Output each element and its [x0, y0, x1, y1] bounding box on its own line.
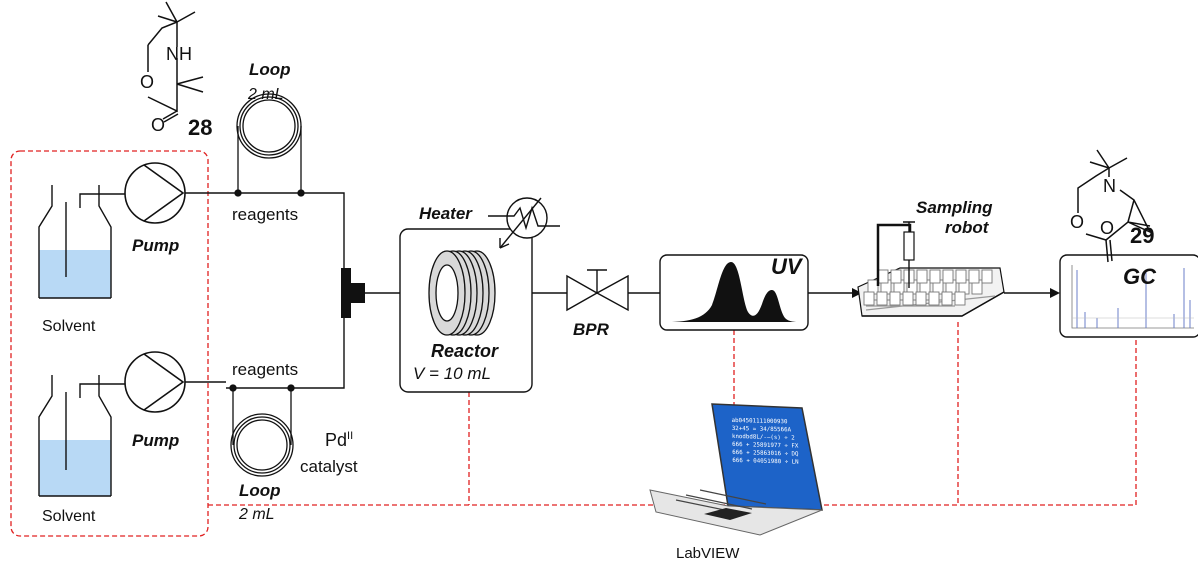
pump-bottom-label: Pump	[132, 431, 180, 450]
loop-top-coil	[234, 93, 305, 197]
catalyst-oxidation-state: II	[347, 430, 354, 442]
reactor-volume-label: V = 10 mL	[413, 364, 491, 383]
molecule-29	[1077, 149, 1152, 263]
loop-bottom-coil	[229, 384, 295, 477]
reactor-label: Reactor	[431, 341, 499, 361]
pump-bottom-symbol	[124, 351, 186, 413]
labview-label: LabVIEW	[676, 545, 740, 562]
loop-top-title: Loop	[249, 60, 291, 79]
mol28-o-carbonyl-atom: O	[151, 115, 166, 135]
mol29-n-atom: N	[1103, 176, 1116, 196]
catalyst-word-label: catalyst	[300, 457, 358, 476]
sampling-robot	[857, 221, 1005, 317]
bottom-line	[185, 316, 345, 389]
pump-group-boundary	[10, 150, 209, 537]
pump-top-symbol	[124, 162, 186, 224]
heater-label: Heater	[419, 204, 472, 223]
solvent-top-label: Solvent	[42, 318, 96, 335]
mol29-o-carbonyl-atom: O	[1100, 218, 1115, 238]
solvent-bottle-bottom	[38, 375, 128, 497]
uv-label: UV	[771, 254, 802, 279]
reagents-top-label: reagents	[232, 205, 299, 224]
gc-instrument	[1059, 254, 1198, 338]
loop-bottom-title: Loop	[239, 481, 281, 500]
molecule-28	[147, 1, 204, 123]
sampling-robot-label-line1: Sampling	[916, 198, 993, 217]
mol28-o-ring-atom: O	[140, 72, 155, 92]
bpr-valve	[566, 269, 629, 312]
solvent-bottle-top	[38, 185, 128, 299]
loop-top-volume: 2 mL	[248, 86, 284, 103]
compound-28-label: 28	[188, 115, 213, 140]
compound-29-label: 29	[1130, 223, 1155, 248]
bpr-label: BPR	[573, 320, 609, 339]
sampling-robot-label-line2: robot	[945, 218, 989, 237]
catalyst-pd-label: PdII	[325, 430, 354, 450]
mol28-nh-atom: NH	[166, 44, 192, 64]
reagents-bottom-label: reagents	[232, 360, 299, 379]
heat-exchanger-icon	[488, 197, 560, 249]
reactor-coil	[428, 250, 496, 336]
gc-label: GC	[1123, 264, 1156, 289]
mol29-o-ring-atom: O	[1070, 212, 1085, 232]
laptop-screen-text: ab04501111000930 32+45 = 34/85566A knodb…	[732, 417, 817, 467]
loop-bottom-volume: 2 mL	[239, 506, 275, 523]
t-mixer	[341, 268, 365, 318]
laptop	[649, 403, 823, 536]
pump-top-label: Pump	[132, 236, 180, 255]
solvent-bottom-label: Solvent	[42, 508, 96, 525]
